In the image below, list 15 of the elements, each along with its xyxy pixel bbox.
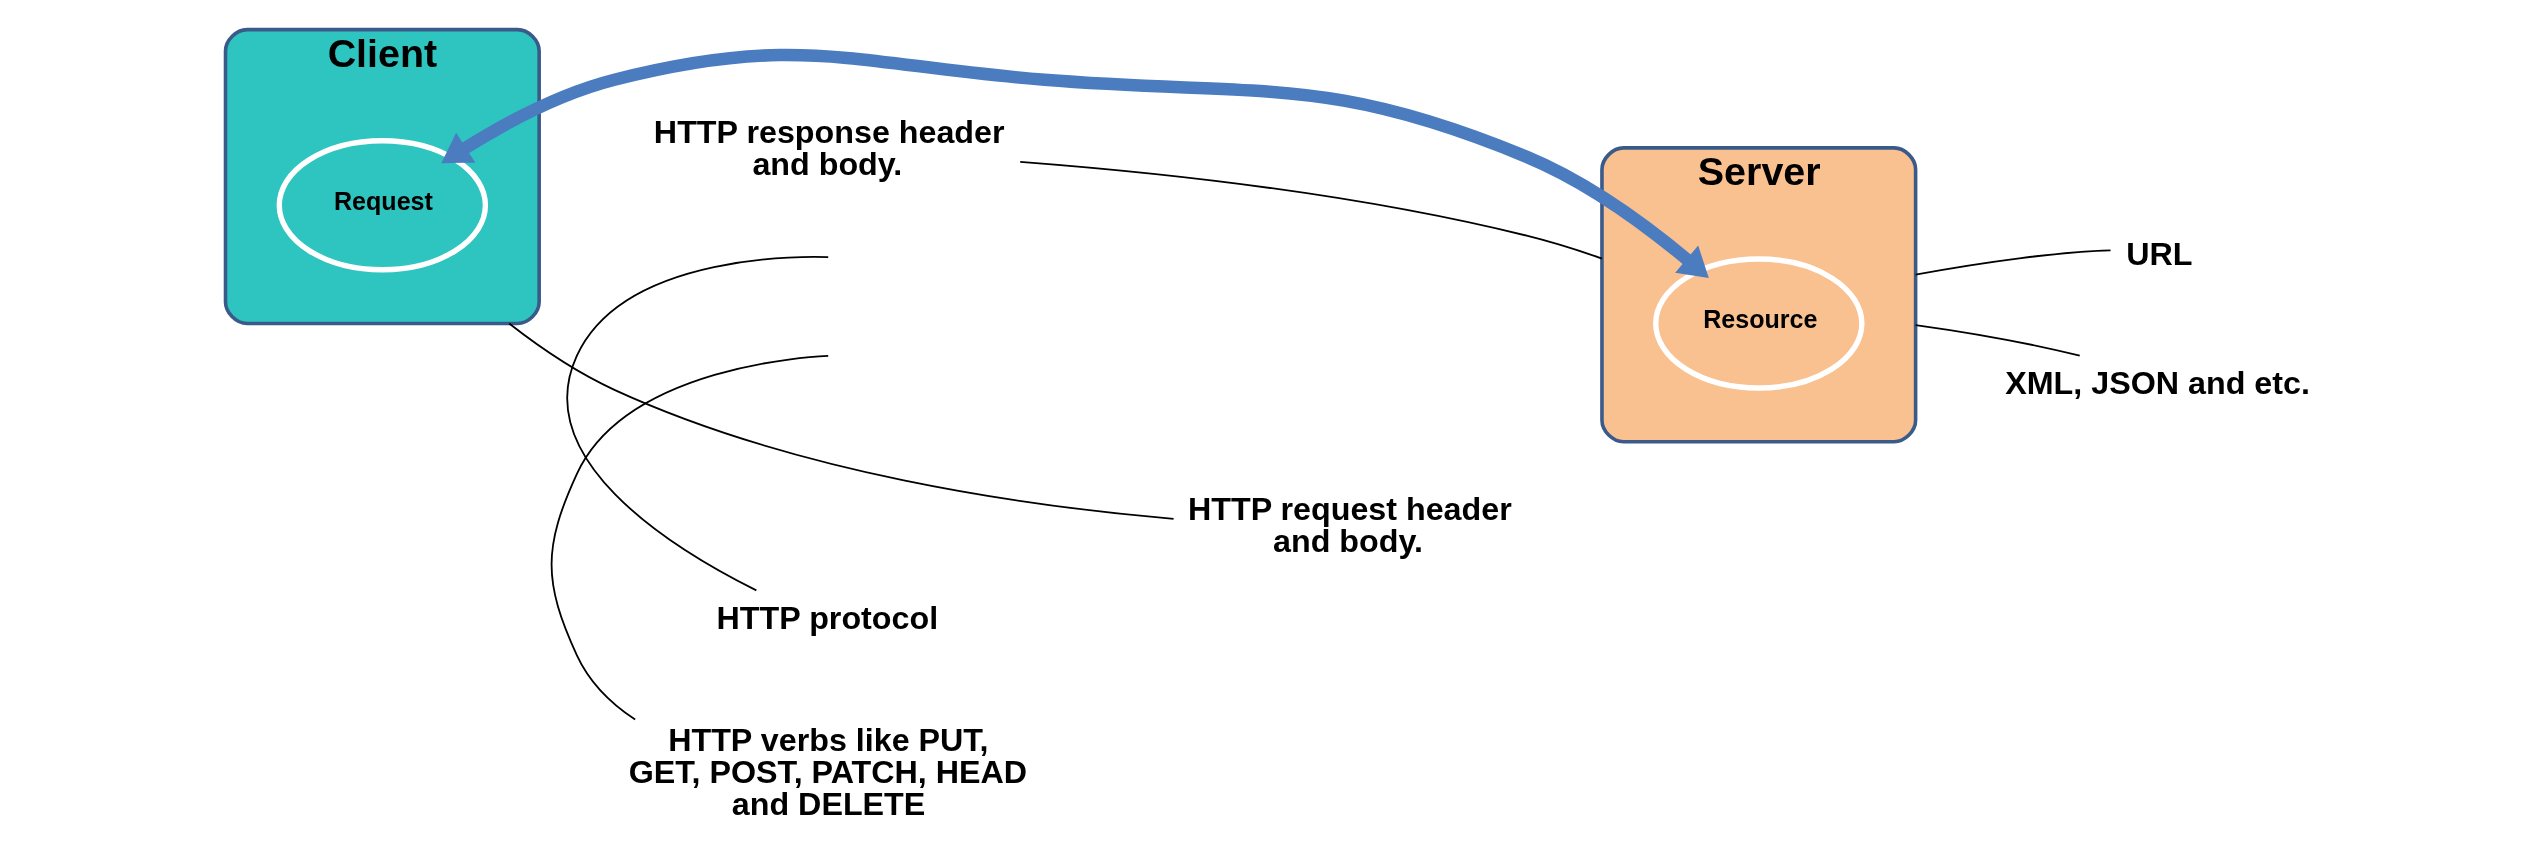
node-ellipse: Resource xyxy=(1652,256,1865,391)
node-ellipse: Request xyxy=(276,138,488,273)
node-text: URL xyxy=(2125,236,2192,273)
node-text: XML, JSON and etc. xyxy=(2004,365,2310,402)
node-text: HTTP request header and body. xyxy=(1187,490,1512,559)
connector xyxy=(1914,324,2081,357)
connector xyxy=(566,256,829,592)
arrow xyxy=(440,48,1709,278)
connector xyxy=(550,354,829,721)
node-text: HTTP response header and body. xyxy=(653,114,1005,183)
connector xyxy=(1018,160,1603,260)
node-text: HTTP protocol xyxy=(716,599,938,636)
connector xyxy=(1914,249,2111,276)
connector xyxy=(507,322,1174,520)
node-text: HTTP verbs like PUT, GET, POST, PATCH, HEAD and DELETE xyxy=(628,721,1027,823)
